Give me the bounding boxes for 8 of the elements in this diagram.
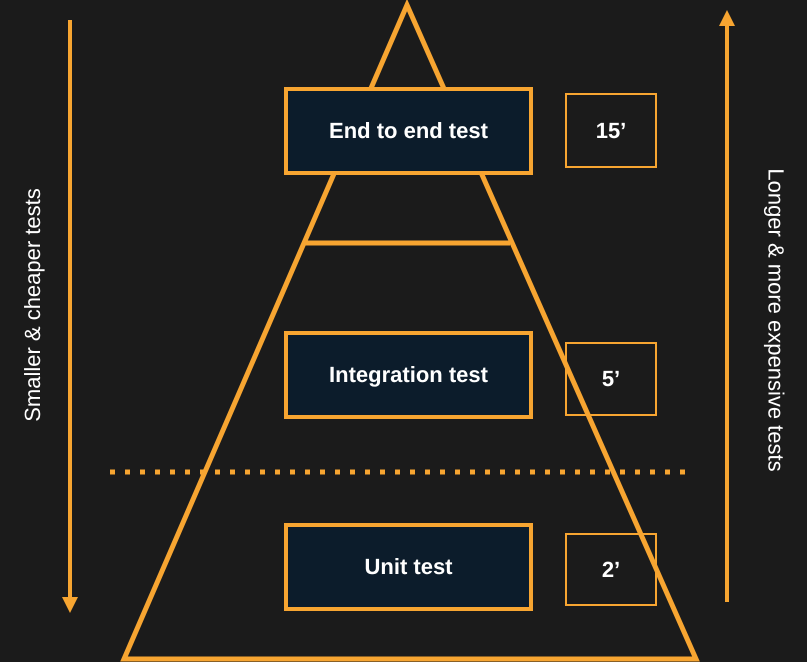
test-level-box: Integration test — [284, 331, 533, 419]
axis-label: Longer & more expensive tests — [762, 168, 788, 472]
axis-label: Smaller & cheaper tests — [20, 188, 46, 422]
duration-box: 2’ — [565, 533, 657, 606]
duration-box: 5’ — [565, 342, 657, 416]
duration-box: 15’ — [565, 93, 657, 168]
test-level-box: End to end test — [284, 87, 533, 175]
test-level-box: Unit test — [284, 523, 533, 611]
